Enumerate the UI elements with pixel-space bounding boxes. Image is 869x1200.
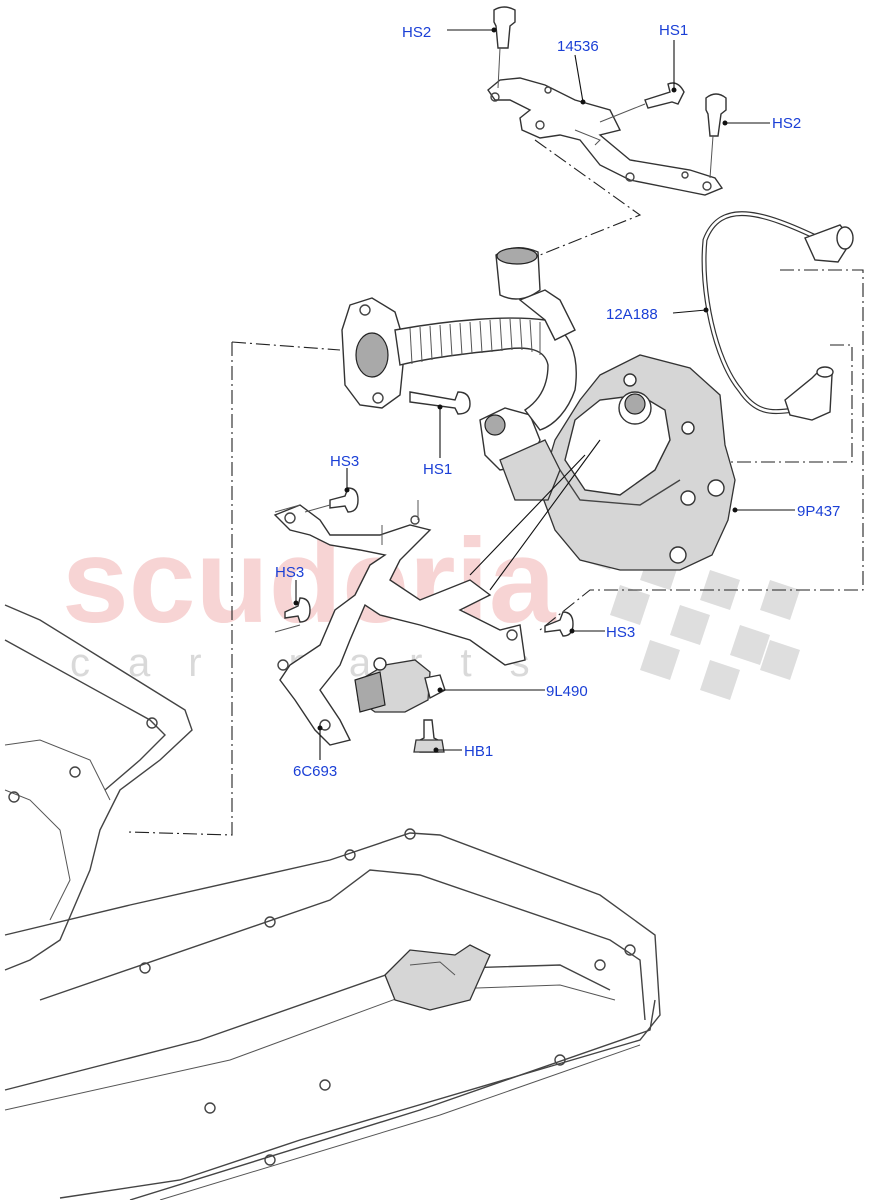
label-14536: 14536 [557,38,599,55]
leader-lines [293,27,795,760]
label-hs3-b: HS3 [275,564,304,581]
label-12a188: 12A188 [606,306,658,323]
bracket-14536 [487,77,724,196]
wiring-harness-12a188 [701,211,854,421]
solenoid-9l490 [354,657,446,713]
label-hs1-mid: HS1 [423,461,452,478]
label-hs2-top: HS2 [402,24,431,41]
label-hs2-right: HS2 [772,115,801,132]
bolt-hb1 [413,719,445,753]
reference-lines [127,139,864,836]
bracket-6c693 [273,500,526,746]
label-hb1: HB1 [464,743,493,760]
hose [341,247,577,431]
part-labels: HS2 14536 HS1 HS2 12A188 HS1 HS3 9P437 H… [275,22,840,780]
pump-assembly-9p437 [479,354,736,571]
label-9p437: 9P437 [797,503,840,520]
bolt-hs2-right [705,93,727,179]
label-hs3-c: HS3 [606,624,635,641]
label-hs3-a: HS3 [330,453,359,470]
label-6c693: 6C693 [293,763,337,780]
transmission-housing [4,604,661,1200]
bolt-hs1-mid [409,391,471,415]
bolt-hs2-top [493,6,516,89]
bolt-hs3-a [304,487,359,513]
label-9l490: 9L490 [546,683,588,700]
checkered-flag-icon [580,530,800,700]
bolt-hs3-c [544,611,574,637]
bolt-hs3-b [284,597,311,623]
label-hs1-top: HS1 [659,22,688,39]
